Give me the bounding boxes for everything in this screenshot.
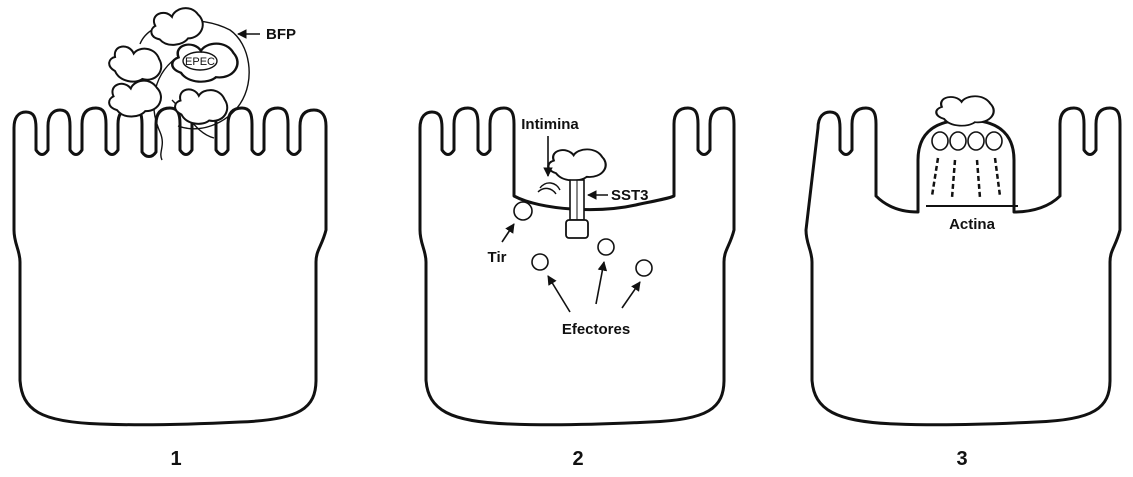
panel-number-3: 3 <box>956 448 967 470</box>
effector <box>532 254 548 270</box>
effector <box>598 239 614 255</box>
actina-label: Actina <box>949 216 996 233</box>
panel-2: Intimina SST3 Tir Efectores 2 <box>420 108 734 470</box>
intimin-hook-inner <box>538 188 556 194</box>
host-cell-1 <box>14 108 326 425</box>
bacterium <box>148 5 205 48</box>
bacterium <box>107 44 163 86</box>
tir-intimin-complex <box>950 132 966 150</box>
tir-intimin-complex <box>932 132 948 150</box>
panel-3: Actina 3 <box>806 96 1120 470</box>
bfp-label: BFP <box>266 26 296 43</box>
tir-label: Tir <box>488 249 507 266</box>
tir-receptor <box>514 202 532 220</box>
panel-number-2: 2 <box>572 448 583 470</box>
effector <box>636 260 652 276</box>
tir-intimin-complex <box>968 132 984 150</box>
efectores-label: Efectores <box>562 321 630 338</box>
intimina-label: Intimina <box>521 116 579 133</box>
sst3-label: SST3 <box>611 187 649 204</box>
bacterium <box>548 149 605 180</box>
epec-label: EPEC <box>185 56 215 68</box>
panel-number-1: 1 <box>170 448 181 470</box>
host-cell-3 <box>806 108 1120 425</box>
tir-intimin-complex <box>986 132 1002 150</box>
bacterium <box>174 88 228 126</box>
panel-1: EPEC BFP 1 <box>14 5 326 470</box>
sst3-base <box>566 220 588 238</box>
